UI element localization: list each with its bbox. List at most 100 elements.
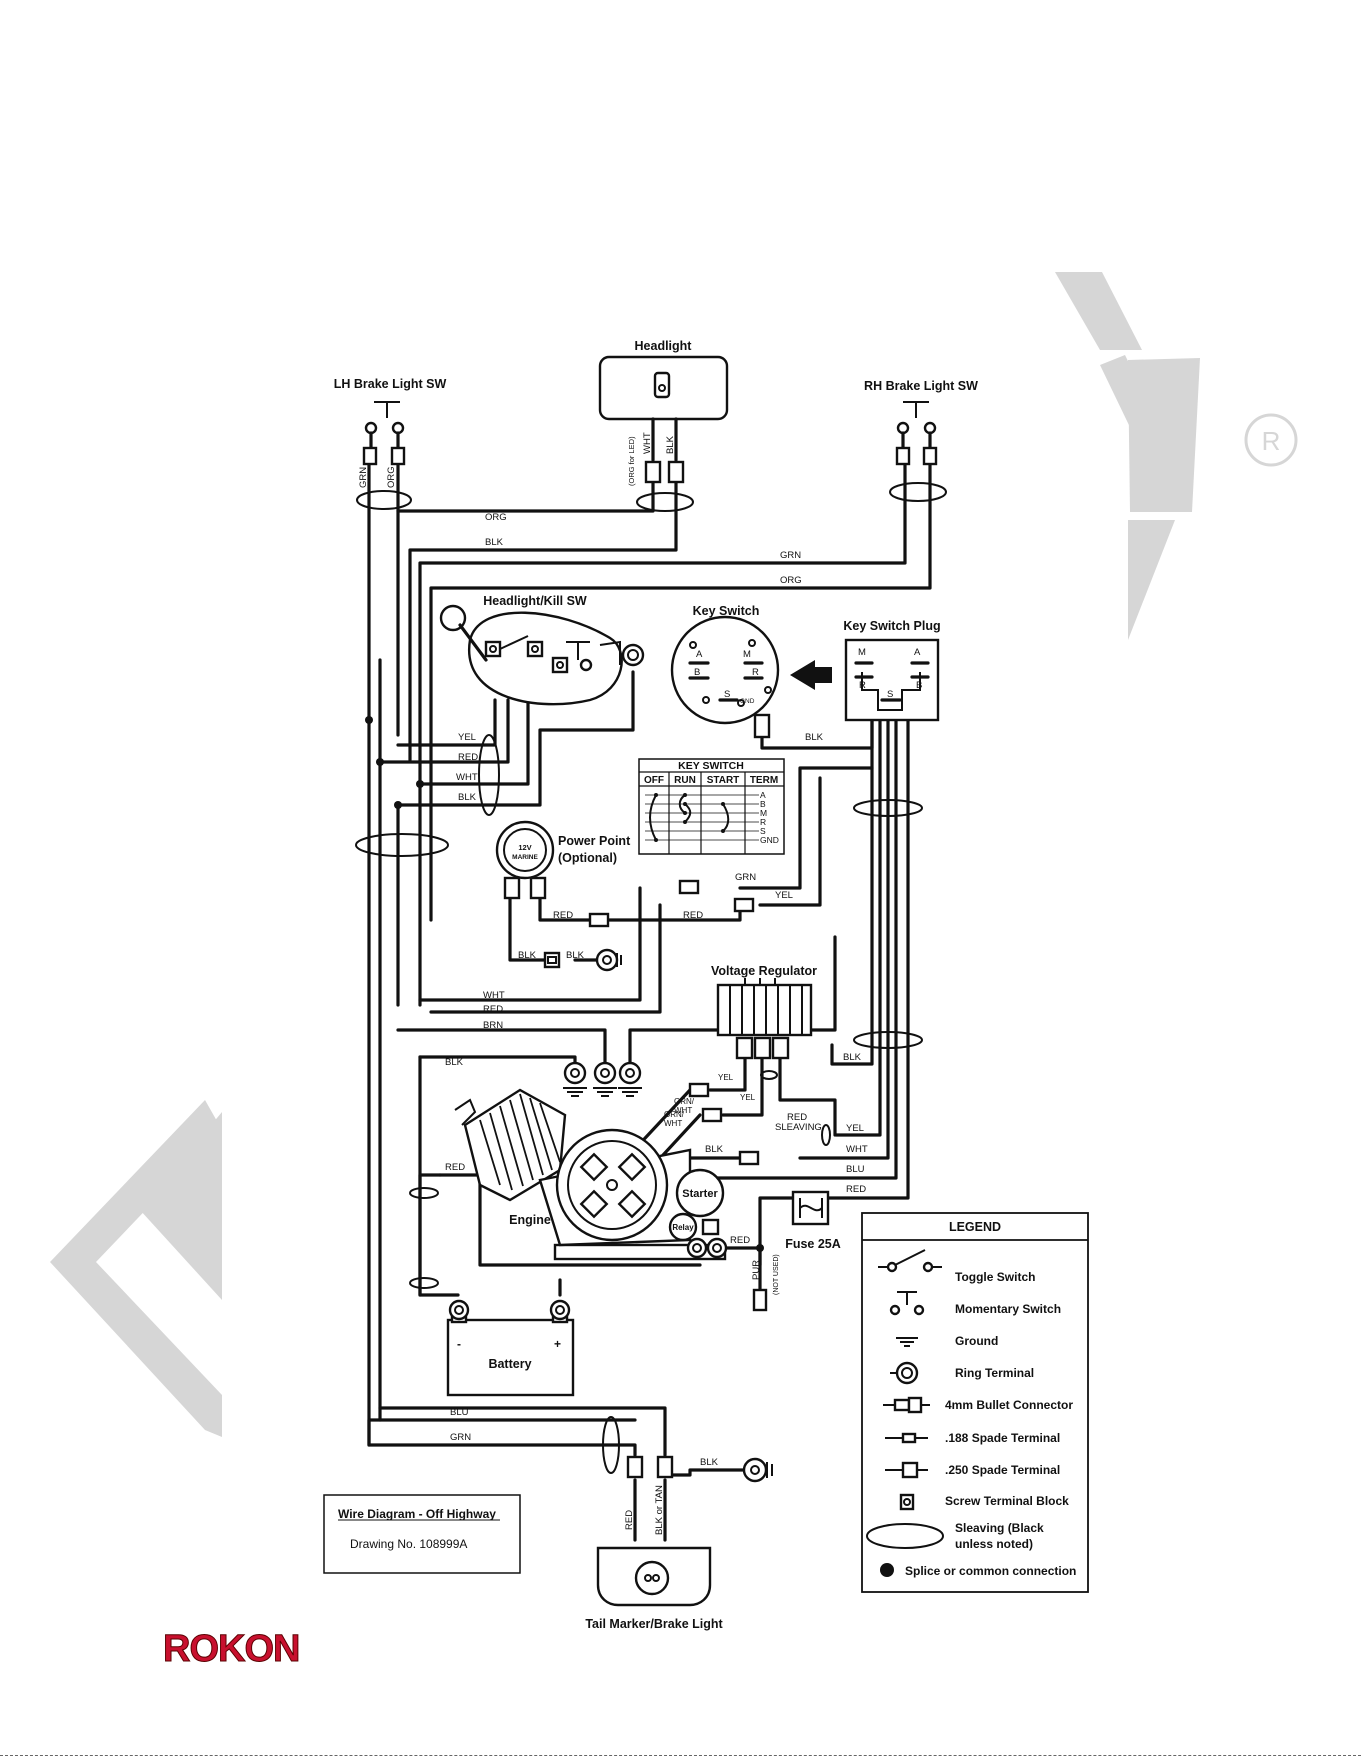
sleaving-lh bbox=[356, 490, 412, 510]
wire-grn-pp bbox=[418, 886, 642, 1002]
tail-light bbox=[596, 1455, 773, 1607]
sleaving-plug bbox=[853, 799, 923, 817]
wire-label-wht-low: WHT bbox=[483, 990, 505, 1001]
legend-screw-terminal: Screw Terminal Block bbox=[945, 1494, 1069, 1508]
battery-label: Battery bbox=[488, 1357, 531, 1371]
legend-splice: Splice or common connection bbox=[905, 1564, 1076, 1578]
wire-label-red-pp2: RED bbox=[683, 910, 703, 921]
tail-light-label: Tail Marker/Brake Light bbox=[585, 1617, 723, 1631]
wire-label-yel-reg2: YEL bbox=[740, 1093, 756, 1102]
drawing-number: Drawing No. 108999A bbox=[350, 1537, 467, 1551]
wire-label-blk-pp1: BLK bbox=[518, 950, 537, 961]
red-sleaving-1: RED bbox=[787, 1112, 807, 1123]
wire-label-blk-top: BLK bbox=[485, 537, 504, 548]
legend-spade-188: .188 Spade Terminal bbox=[945, 1431, 1060, 1445]
wire-label-yel-right: YEL bbox=[846, 1123, 864, 1134]
kill-switch-label: Headlight/Kill SW bbox=[483, 594, 587, 608]
wire-label-red-engine: RED bbox=[445, 1162, 465, 1173]
wire-label-wht-headlight: WHT bbox=[642, 432, 653, 454]
key-table-col-run: RUN bbox=[674, 775, 696, 786]
wire-org-headlight bbox=[396, 460, 655, 513]
key-pin-b: B bbox=[694, 667, 700, 678]
wire-plug-red bbox=[758, 718, 910, 1267]
wire-label-pur: PUR bbox=[751, 1260, 762, 1280]
wire-label-grnwht-1b: WHT bbox=[674, 1106, 692, 1115]
wire-blu-tail bbox=[378, 1406, 667, 1457]
key-pin-gnd: GND bbox=[740, 698, 755, 705]
org-for-led-note: (ORG for LED) bbox=[627, 436, 636, 486]
wire-label-blk-tail: BLK bbox=[700, 1457, 719, 1468]
wire-label-grn-top: GRN bbox=[780, 550, 801, 561]
rokon-logo-text: ROKON bbox=[163, 1628, 299, 1670]
wire-reg-red bbox=[778, 1056, 837, 1137]
momentary-switch-icon bbox=[889, 1291, 925, 1316]
headlight bbox=[598, 355, 729, 484]
power-point bbox=[495, 820, 622, 972]
key-table-col-off: OFF bbox=[644, 775, 664, 786]
wire-label-red-low: RED bbox=[483, 1004, 503, 1015]
key-pin-a: A bbox=[696, 649, 703, 660]
key-pin-s: S bbox=[724, 689, 730, 700]
wire-label-red-relay: RED bbox=[730, 1235, 750, 1246]
wire-label-grn-plug: GRN bbox=[735, 872, 756, 883]
key-switch-plug bbox=[844, 638, 940, 722]
voltage-regulator-label: Voltage Regulator bbox=[711, 964, 817, 978]
wire-rh-org bbox=[429, 460, 932, 922]
sleaving-rh bbox=[889, 482, 947, 502]
wire-blk-batt bbox=[418, 1055, 577, 1067]
svg-text:-: - bbox=[457, 1337, 461, 1351]
legend-sleaving: Sleaving (Black bbox=[955, 1521, 1044, 1535]
wire-red-kill bbox=[378, 698, 510, 764]
key-table-term-m: M bbox=[760, 808, 767, 818]
wire-label-blk-kill: BLK bbox=[458, 792, 477, 803]
wire-pp-red bbox=[538, 893, 742, 922]
key-switch-table bbox=[638, 758, 785, 855]
sleaving-icon bbox=[866, 1523, 944, 1549]
wire-label-grnwht-2a: GRN/ bbox=[664, 1110, 685, 1119]
ring-terminal-icon bbox=[890, 1361, 919, 1385]
key-table-term-b: B bbox=[760, 799, 766, 809]
toggle-switch-icon bbox=[878, 1249, 942, 1273]
relay-label: Relay bbox=[672, 1223, 694, 1232]
wire-label-red-tail: RED bbox=[624, 1510, 635, 1530]
wire-plug-yel bbox=[834, 718, 882, 1137]
power-point-label: Power Point bbox=[558, 834, 631, 848]
wire-label-grn-low: GRN bbox=[450, 1432, 471, 1443]
power-point-marine: MARINE bbox=[512, 854, 538, 861]
svg-text:R: R bbox=[1262, 426, 1281, 456]
wire-label-yel-reg: YEL bbox=[718, 1073, 734, 1082]
wire-label-red-pp1: RED bbox=[553, 910, 573, 921]
engine bbox=[454, 1088, 728, 1261]
sleaving-kill bbox=[478, 734, 500, 816]
plug-pin-a: A bbox=[914, 647, 921, 658]
key-table-col-start: START bbox=[707, 775, 740, 786]
legend-title: LEGEND bbox=[949, 1220, 1001, 1234]
bullet-connector-icon bbox=[883, 1396, 930, 1414]
key-switch bbox=[670, 615, 832, 739]
plug-pin-s: S bbox=[887, 689, 893, 700]
power-point-12v: 12V bbox=[518, 843, 531, 852]
wire-blk-kill bbox=[396, 670, 635, 807]
wire-reg-yel2 bbox=[721, 1056, 764, 1117]
battery: - + bbox=[446, 1299, 575, 1397]
sleaving-plug-2 bbox=[853, 1031, 923, 1049]
key-plug-label: Key Switch Plug bbox=[843, 619, 940, 633]
headlight-kill-switch bbox=[439, 604, 645, 706]
wire-label-org-lh: ORG bbox=[386, 466, 397, 488]
wire-label-wht-right: WHT bbox=[846, 1144, 868, 1155]
wire-label-yel-plug: YEL bbox=[775, 890, 793, 901]
wire-wht-kill bbox=[418, 688, 530, 786]
splice-points bbox=[365, 716, 764, 1252]
wire-label-grnwht-1a: GRN/ bbox=[674, 1097, 695, 1106]
ground-icon bbox=[896, 1337, 918, 1347]
wire-label-blu-right: BLU bbox=[846, 1164, 865, 1175]
wire-label-brn-low: BRN bbox=[483, 1020, 503, 1031]
wire-label-grnwht-2b: WHT bbox=[664, 1119, 682, 1128]
legend-bullet-connector: 4mm Bullet Connector bbox=[945, 1398, 1073, 1412]
headlight-label: Headlight bbox=[635, 339, 693, 353]
wire-plug-grn bbox=[738, 766, 874, 890]
wire-label-blk-headlight: BLK bbox=[665, 435, 676, 454]
page-bottom-rule bbox=[0, 1755, 1361, 1756]
spade-250-icon bbox=[885, 1461, 928, 1479]
key-switch-label: Key Switch bbox=[693, 604, 760, 618]
